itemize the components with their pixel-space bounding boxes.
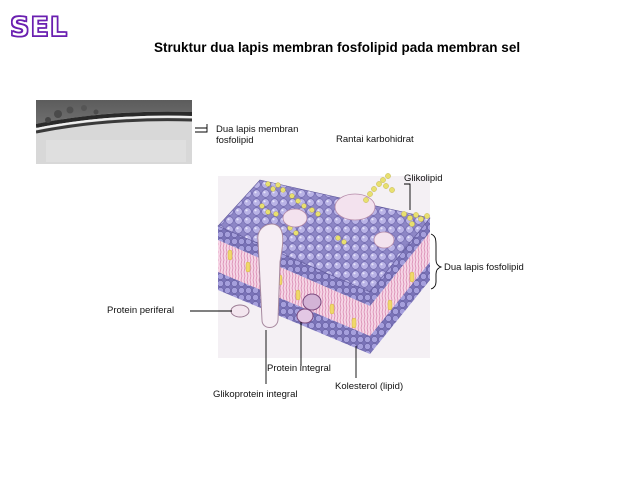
leader-lines — [190, 124, 443, 384]
label-cholesterol: Kolesterol (lipid) — [335, 381, 404, 392]
integral-protein-shape — [302, 293, 322, 311]
peripheral-protein-shape — [230, 304, 250, 318]
surface-protein-2 — [282, 208, 308, 228]
label-bilayer-micrograph-line2: fosfolipid — [216, 135, 254, 146]
label-bilayer-micrograph-line1: Dua lapis membran — [216, 124, 299, 135]
label-integral-glycoprotein: Glikoprotein integral — [213, 389, 298, 400]
bilayer-side-face — [370, 232, 430, 342]
upper-head-layer-front — [218, 226, 370, 306]
integral-protein-shape-2 — [296, 308, 314, 324]
glycolipid-chain — [401, 211, 430, 227]
leader-glycolipid — [404, 183, 411, 210]
lower-head-layer-front — [218, 272, 370, 354]
lower-head-layer-side — [370, 262, 430, 354]
label-integral-protein: Protein integral — [267, 363, 331, 374]
leader-micrograph — [195, 124, 208, 133]
logo: SEL — [9, 11, 69, 43]
label-carbohydrate-chain: Rantai karbohidrat — [336, 134, 414, 145]
label-phospholipid-bilayer: Dua lapis fosfolipid — [444, 262, 524, 273]
bilayer-front-face — [218, 240, 370, 342]
upper-head-layer-side — [370, 218, 430, 306]
bilayer-bracket — [430, 233, 443, 290]
membrane-micrograph — [36, 100, 192, 164]
label-peripheral-protein: Protein periferal — [107, 305, 175, 316]
surface-protein-1 — [334, 193, 376, 221]
micrograph-image — [36, 100, 192, 164]
surface-protein-3 — [373, 231, 395, 249]
carbohydrate-chain — [363, 173, 395, 203]
surface-carbohydrates — [259, 181, 347, 245]
integral-glycoprotein-shape — [257, 223, 284, 328]
label-bilayer-micrograph: Dua lapis membran fosfolipid — [216, 124, 298, 146]
label-glycolipid: Glikolipid — [404, 173, 443, 184]
page-title: Struktur dua lapis membran fosfolipid pa… — [154, 40, 521, 55]
